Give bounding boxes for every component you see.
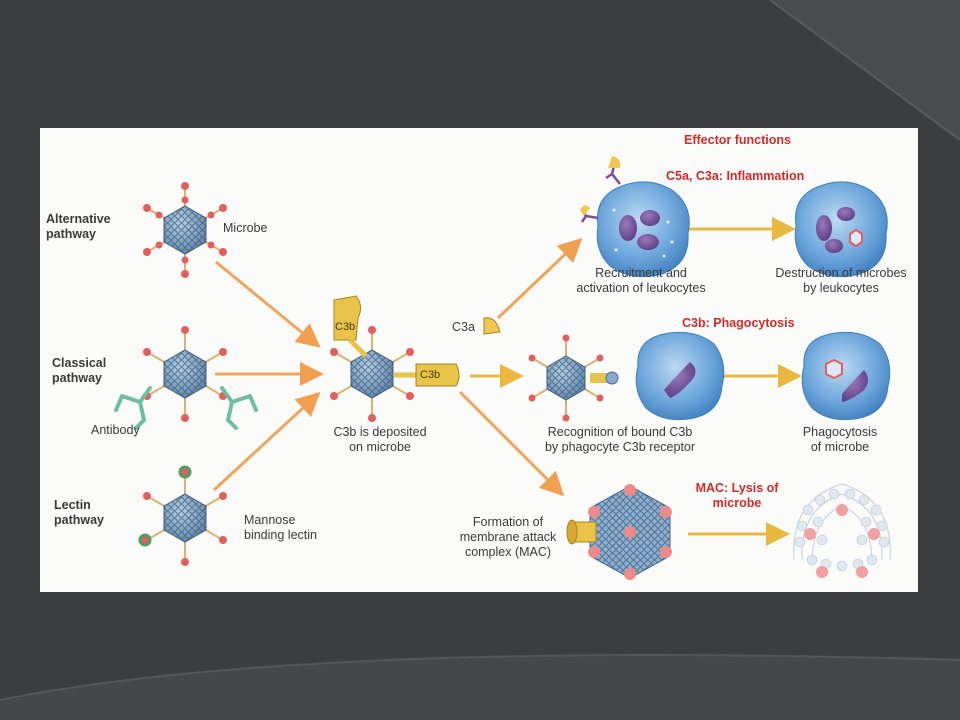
c3b-top-tag: C3b <box>335 321 356 333</box>
microbe-icon <box>528 334 619 422</box>
inflammation-title: C5a, C3a: Inflammation <box>666 169 805 183</box>
phagocytosis-title: C3b: Phagocytosis <box>682 316 795 330</box>
classical-pathway-label: Classical pathway <box>52 356 107 385</box>
phagocytosis-label: Phagocytosis of microbe <box>802 425 878 454</box>
antibody-icon <box>114 386 258 430</box>
c3b-fragment-icon <box>333 295 368 358</box>
phagocyte-icon <box>801 331 891 421</box>
recognition-label: Recognition of bound C3b by phagocyte C3… <box>544 425 696 454</box>
microbe-icon <box>143 326 227 422</box>
lectin-icon <box>138 465 192 547</box>
effector-functions-title: Effector functions <box>684 133 791 147</box>
c3b-deposited-label: C3b is deposited on microbe <box>333 425 427 454</box>
c3a-fragment-icon <box>483 317 501 335</box>
phagocyte-icon <box>635 331 725 421</box>
recruitment-label: Recruitment and activation of leukocytes <box>576 266 706 295</box>
leukocyte-icon <box>794 181 888 278</box>
c3b-side-tag: C3b <box>420 369 441 381</box>
mannose-lectin-label: Mannose binding lectin <box>244 513 317 542</box>
microbe-icon <box>330 326 414 422</box>
mac-pore-icon <box>566 484 672 580</box>
antibody-label: Antibody <box>91 423 140 437</box>
microbe-icon <box>138 465 227 566</box>
microbe-icon <box>143 182 227 278</box>
mac-title: MAC: Lysis of microbe <box>695 481 779 510</box>
lectin-pathway-label: Lectin pathway <box>54 498 105 527</box>
mac-formation-label: Formation of membrane attack complex (MA… <box>459 515 557 559</box>
leukocyte-icon <box>580 156 690 278</box>
destruction-label: Destruction of microbes by leukocytes <box>775 266 907 295</box>
alternative-pathway-label: Alternative pathway <box>46 212 111 241</box>
c3a-label: C3a <box>452 320 475 334</box>
c3b-fragment-icon <box>394 363 460 387</box>
pathway-arrows <box>212 217 802 546</box>
microbe-label: Microbe <box>223 221 268 235</box>
lysed-microbe-icon <box>793 483 891 578</box>
